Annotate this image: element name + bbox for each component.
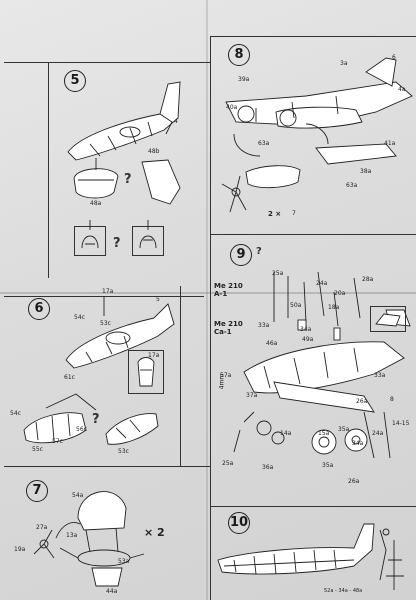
variant-label: Me 210 A-1 bbox=[214, 282, 243, 298]
divider-line bbox=[210, 36, 416, 37]
step-9-assembly-drawing bbox=[233, 271, 411, 459]
part-label: 53c bbox=[100, 320, 111, 327]
divider-line bbox=[4, 466, 210, 467]
part-label: 28a bbox=[362, 276, 374, 283]
dimension-label: 4mm bbox=[218, 373, 226, 390]
detail-box bbox=[370, 306, 406, 332]
detail-drawing bbox=[81, 220, 157, 249]
part-label: 4 bbox=[174, 118, 178, 125]
part-label: 33a bbox=[258, 322, 270, 329]
part-label: 25a bbox=[222, 460, 234, 467]
step-5-number: 5 bbox=[64, 70, 86, 92]
part-label: 27a bbox=[36, 524, 48, 531]
step-5-part-drawing bbox=[73, 158, 181, 205]
part-label: 3a bbox=[340, 60, 348, 67]
paper-fold bbox=[0, 292, 416, 294]
part-label: 57a bbox=[220, 372, 232, 379]
part-label: 56c bbox=[76, 426, 87, 433]
step-10-number: 10 bbox=[228, 512, 250, 534]
part-label: 8 bbox=[390, 396, 394, 403]
divider-line bbox=[210, 234, 416, 235]
step-9-number: 9 bbox=[230, 244, 252, 266]
part-label: 24a bbox=[372, 430, 384, 437]
step-8-number: 8 bbox=[228, 44, 250, 66]
part-label: 54c bbox=[74, 314, 85, 321]
part-label: 53a bbox=[118, 558, 130, 565]
step-6-parts-drawing bbox=[23, 393, 159, 445]
multiplier-label: × 2 bbox=[144, 526, 165, 539]
step-7-number: 7 bbox=[26, 480, 48, 502]
part-label: 63a bbox=[258, 140, 270, 147]
part-label: 53c bbox=[118, 448, 129, 455]
part-label: 5 bbox=[156, 296, 160, 303]
part-label: 35a bbox=[322, 462, 334, 469]
part-label: 34a bbox=[352, 440, 364, 447]
step-8-aircraft-drawing bbox=[221, 57, 413, 213]
part-label: 26a bbox=[348, 478, 360, 485]
part-label: 14a bbox=[280, 430, 292, 437]
part-label: 17a bbox=[148, 352, 160, 359]
part-label: 46a bbox=[266, 340, 278, 347]
step-6-number: 6 bbox=[28, 298, 50, 320]
part-label: 63a bbox=[346, 182, 358, 189]
part-label: 24a bbox=[316, 280, 328, 287]
question-mark: ? bbox=[124, 172, 132, 187]
part-label: 25a bbox=[272, 270, 284, 277]
part-label: 57c bbox=[52, 438, 63, 445]
part-label: 6 bbox=[392, 54, 396, 61]
step-5-fuselage-drawing bbox=[67, 81, 181, 161]
divider-line bbox=[4, 62, 210, 63]
part-label: 48a bbox=[90, 200, 102, 207]
part-label: 26a bbox=[356, 398, 368, 405]
part-label: 39a bbox=[238, 76, 250, 83]
part-label: 18a bbox=[328, 304, 340, 311]
part-label: 37a bbox=[246, 392, 258, 399]
part-label: 7 bbox=[292, 210, 296, 217]
divider-line bbox=[210, 506, 416, 507]
part-label: 20a bbox=[334, 290, 346, 297]
part-label: 14-15 bbox=[392, 420, 410, 427]
part-label: 15a bbox=[318, 430, 330, 437]
part-label: 33a bbox=[374, 372, 386, 379]
part-label: 35a bbox=[338, 426, 350, 433]
part-label: 40a bbox=[226, 104, 238, 111]
step-7-engine-drawing bbox=[33, 491, 145, 587]
part-label: 54a bbox=[72, 492, 84, 499]
part-label: 54c bbox=[10, 410, 21, 417]
detail-drawing bbox=[375, 313, 401, 327]
detail-drawing bbox=[137, 357, 155, 387]
caption-label: 52a - 34a - 48a bbox=[324, 588, 363, 594]
part-label: 19a bbox=[14, 546, 26, 553]
step-6-fuselage-drawing bbox=[65, 296, 175, 369]
variant-label: Me 210 Ca-1 bbox=[214, 320, 243, 336]
part-label: 48b bbox=[148, 148, 160, 155]
divider-line bbox=[180, 286, 181, 466]
part-label: 44a bbox=[106, 588, 118, 595]
part-label: 17a bbox=[102, 288, 114, 295]
part-label: 61c bbox=[64, 374, 75, 381]
multiplier-label: 2 × bbox=[268, 210, 282, 218]
part-label: 34a bbox=[300, 326, 312, 333]
part-label: 55c bbox=[32, 446, 43, 453]
question-mark: ? bbox=[113, 236, 121, 251]
part-label: 36a bbox=[262, 464, 274, 471]
step-5-panel bbox=[48, 62, 210, 278]
part-label: 38a bbox=[360, 168, 372, 175]
question-mark: ? bbox=[92, 412, 100, 427]
detail-box bbox=[128, 350, 164, 394]
part-label: 13a bbox=[66, 532, 78, 539]
question-mark: ? bbox=[256, 246, 262, 257]
divider-line bbox=[210, 36, 211, 600]
part-label: 41a bbox=[384, 140, 396, 147]
part-label: 50a bbox=[290, 302, 302, 309]
step-10-aircraft-drawing bbox=[217, 523, 404, 590]
part-label: 4a bbox=[398, 86, 406, 93]
paper-fold bbox=[206, 0, 208, 600]
part-label: 49a bbox=[302, 336, 314, 343]
